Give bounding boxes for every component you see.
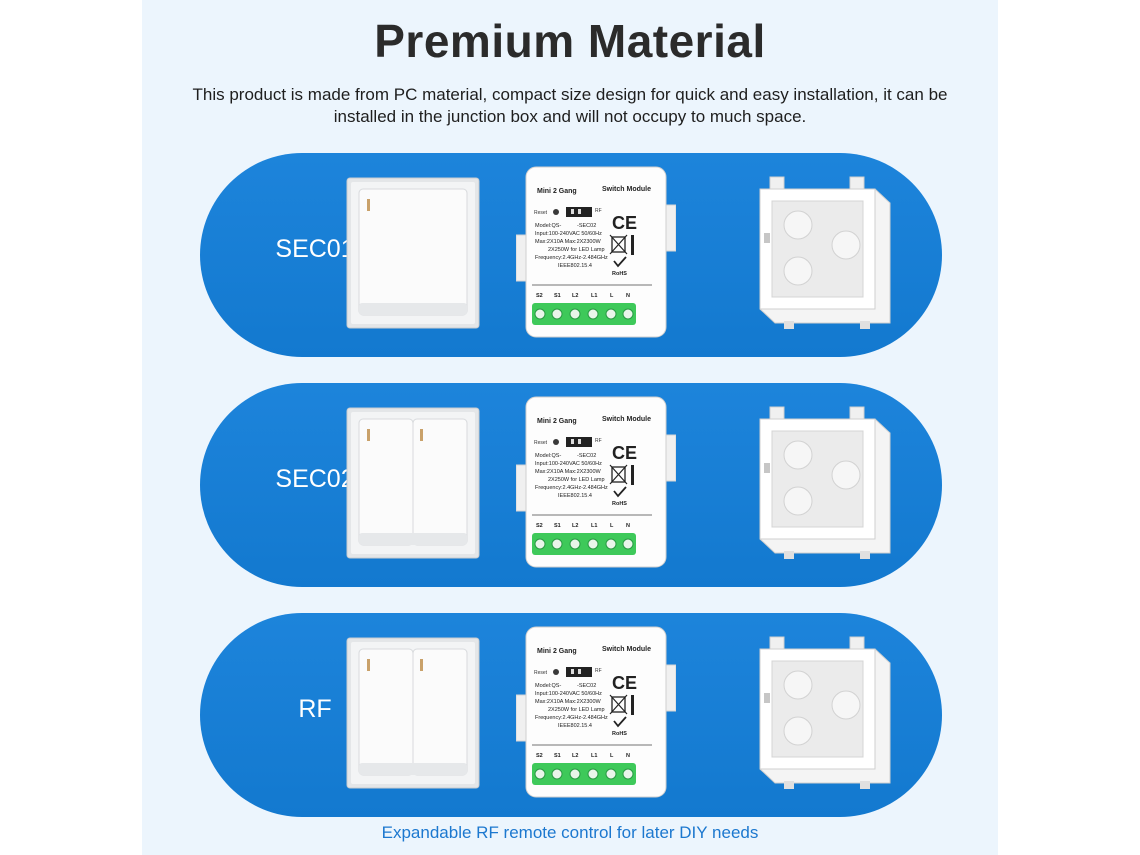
module-type: Switch Module bbox=[602, 186, 651, 193]
variant-label: SEC01 bbox=[275, 235, 355, 263]
rohs-label: RoHS bbox=[612, 271, 627, 277]
terminal-label: L bbox=[610, 753, 614, 759]
variant-label: SEC02 bbox=[275, 465, 355, 493]
led-spec: 2X250W for LED Lamp bbox=[548, 707, 605, 713]
rf-label: RF bbox=[595, 208, 602, 214]
model-suffix: -SEC02 bbox=[577, 453, 596, 459]
terminal-label: S2 bbox=[536, 293, 543, 299]
model-suffix: -SEC02 bbox=[577, 683, 596, 689]
page-title: Premium Material bbox=[374, 15, 766, 67]
terminal-label: S2 bbox=[536, 753, 543, 759]
ce-mark: CE bbox=[612, 673, 637, 693]
frequency-spec: Frequency:2.4GHz-2.484GHz bbox=[535, 485, 608, 491]
frequency-spec: Frequency:2.4GHz-2.484GHz bbox=[535, 255, 608, 261]
module-name: Mini 2 Gang bbox=[537, 648, 577, 655]
reset-label: Reset bbox=[534, 440, 548, 446]
terminal-block bbox=[532, 763, 636, 785]
ieee-spec: IEEE802.15.4 bbox=[558, 263, 592, 269]
terminal-label: S1 bbox=[554, 753, 561, 759]
switch-module-image: Mini 2 Gang Switch Module Reset RF Model… bbox=[515, 165, 677, 346]
reset-label: Reset bbox=[534, 210, 548, 216]
variant-band-sec01: SEC01 Mini 2 Gang Switch Module Reset bbox=[200, 153, 942, 357]
model-suffix: -SEC02 bbox=[577, 223, 596, 229]
input-spec: Input:100-240VAC 50/60Hz bbox=[535, 691, 602, 697]
terminal-label: N bbox=[626, 523, 630, 529]
max-spec: Max:2X10A Max:2X2300W bbox=[535, 469, 602, 475]
terminal-label: L bbox=[610, 293, 614, 299]
rohs-check-icon bbox=[613, 256, 627, 268]
junction-box-image bbox=[750, 173, 900, 338]
terminal-block bbox=[532, 533, 636, 555]
terminal-label: L1 bbox=[591, 293, 597, 299]
max-spec: Max:2X10A Max:2X2300W bbox=[535, 699, 602, 705]
max-spec: Max:2X10A Max:2X2300W bbox=[535, 239, 602, 245]
terminal-label: S1 bbox=[554, 523, 561, 529]
terminal-label: L bbox=[610, 523, 614, 529]
wall-switch-single-image bbox=[346, 177, 480, 334]
rf-label: RF bbox=[595, 438, 602, 444]
switch-module-image: Mini 2 Gang Switch Module Reset RF Model… bbox=[515, 625, 677, 806]
input-spec: Input:100-240VAC 50/60Hz bbox=[535, 461, 602, 467]
junction-box-image bbox=[750, 403, 900, 568]
model-text: Model:QS- bbox=[535, 453, 561, 459]
terminal-label: L2 bbox=[572, 293, 578, 299]
terminal-label: L2 bbox=[572, 753, 578, 759]
weee-bin-icon bbox=[611, 466, 626, 483]
variant-band-sec02: SEC02 Mini 2 Gang Switch Module Reset bbox=[200, 383, 942, 587]
terminal-block bbox=[532, 303, 636, 325]
ieee-spec: IEEE802.15.4 bbox=[558, 723, 592, 729]
rohs-check-icon bbox=[613, 716, 627, 728]
wall-switch-double-image bbox=[346, 407, 480, 564]
terminal-label: S1 bbox=[554, 293, 561, 299]
frequency-spec: Frequency:2.4GHz-2.484GHz bbox=[535, 715, 608, 721]
weee-bin-icon bbox=[611, 696, 626, 713]
terminal-label: N bbox=[626, 753, 630, 759]
module-name: Mini 2 Gang bbox=[537, 188, 577, 195]
weee-bin-icon bbox=[611, 236, 626, 253]
model-text: Model:QS- bbox=[535, 683, 561, 689]
input-spec: Input:100-240VAC 50/60Hz bbox=[535, 231, 602, 237]
terminal-label: N bbox=[626, 293, 630, 299]
variant-label: RF bbox=[298, 695, 332, 723]
rohs-check-icon bbox=[613, 486, 627, 498]
terminal-label: S2 bbox=[536, 523, 543, 529]
product-infographic: Premium Material This product is made fr… bbox=[142, 0, 998, 855]
module-name: Mini 2 Gang bbox=[537, 418, 577, 425]
rohs-label: RoHS bbox=[612, 501, 627, 507]
variant-band-rf: RF Mini 2 Gang Switch Module Reset bbox=[200, 613, 942, 817]
terminal-label: L1 bbox=[591, 523, 597, 529]
rf-label: RF bbox=[595, 668, 602, 674]
rohs-label: RoHS bbox=[612, 731, 627, 737]
reset-label: Reset bbox=[534, 670, 548, 676]
terminal-label: L1 bbox=[591, 753, 597, 759]
product-description: This product is made from PC material, c… bbox=[192, 85, 948, 126]
ce-mark: CE bbox=[612, 443, 637, 463]
wall-switch-double-image bbox=[346, 637, 480, 794]
led-spec: 2X250W for LED Lamp bbox=[548, 247, 605, 253]
ce-mark: CE bbox=[612, 213, 637, 233]
junction-box-image bbox=[750, 633, 900, 798]
terminal-label: L2 bbox=[572, 523, 578, 529]
module-type: Switch Module bbox=[602, 646, 651, 653]
footer-note: Expandable RF remote control for later D… bbox=[381, 823, 759, 842]
ieee-spec: IEEE802.15.4 bbox=[558, 493, 592, 499]
model-text: Model:QS- bbox=[535, 223, 561, 229]
led-spec: 2X250W for LED Lamp bbox=[548, 477, 605, 483]
module-type: Switch Module bbox=[602, 416, 651, 423]
switch-module-image: Mini 2 Gang Switch Module Reset RF Model… bbox=[515, 395, 677, 576]
